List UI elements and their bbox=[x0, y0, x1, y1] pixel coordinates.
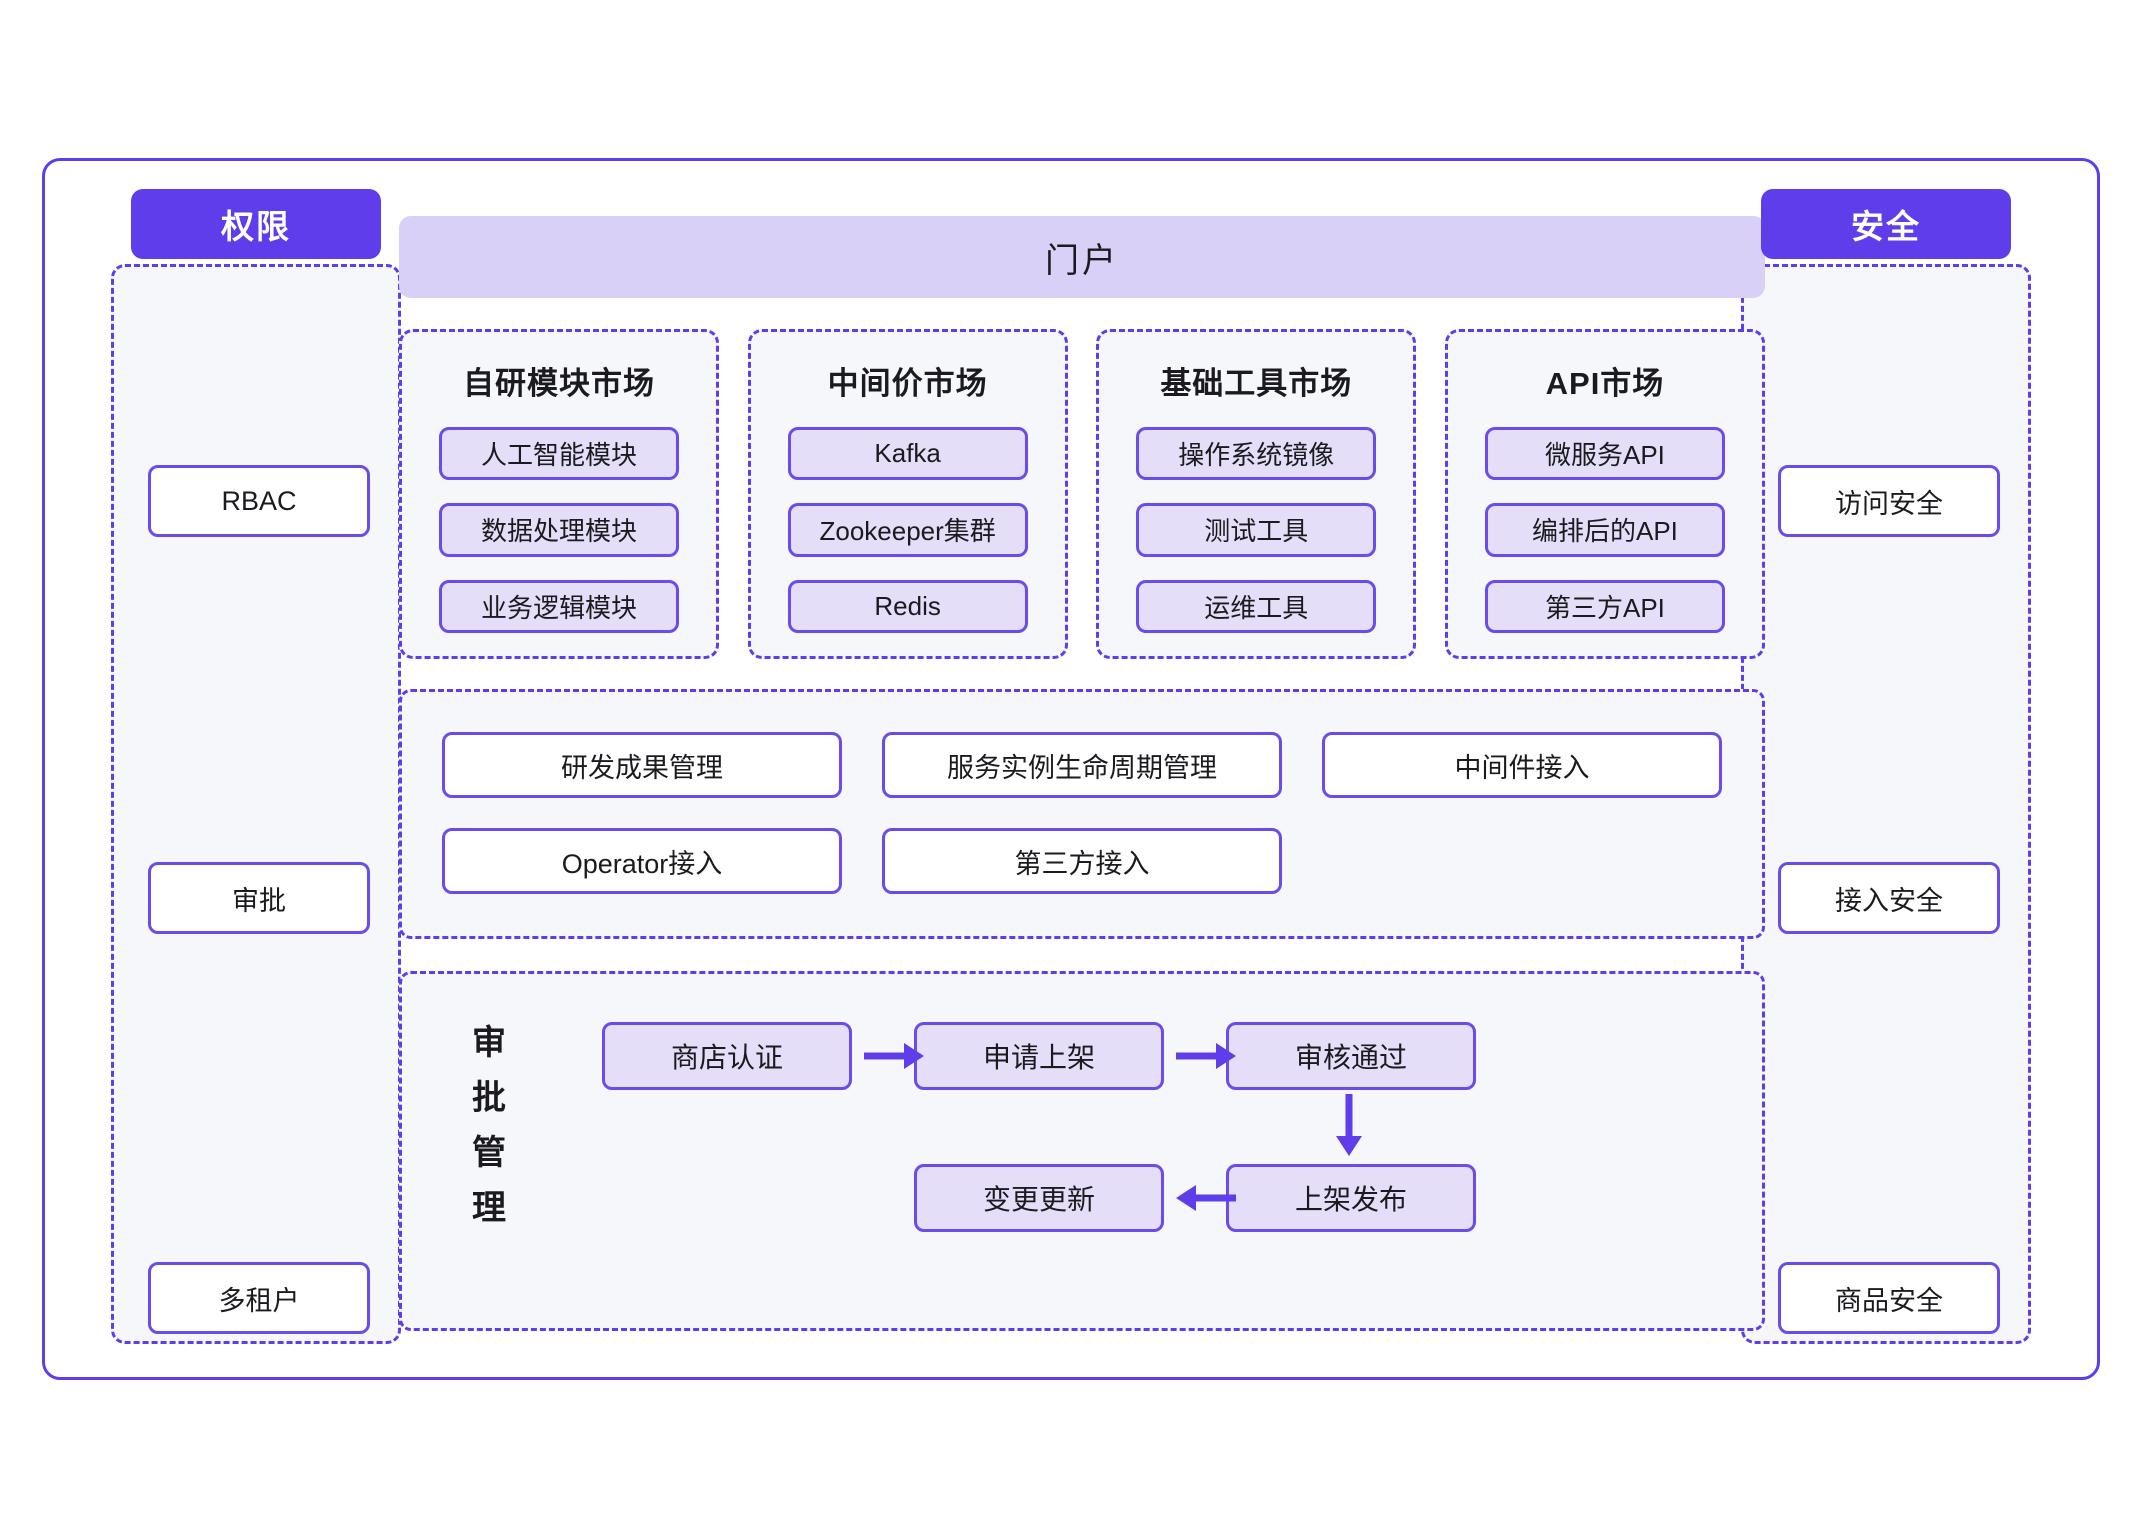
market-title: API市场 bbox=[1545, 366, 1665, 401]
security-item-connection[interactable]: 接入安全 bbox=[1778, 862, 2000, 934]
permission-item-multitenant[interactable]: 多租户 bbox=[148, 1262, 370, 1334]
permission-item-label: 审批 bbox=[232, 885, 286, 916]
portal-bar: 门户 bbox=[399, 216, 1765, 298]
capability-item-rnd-asset-management[interactable]: 研发成果管理 bbox=[442, 732, 842, 798]
permission-item-label: 多租户 bbox=[218, 1285, 300, 1316]
flow-node-publish-listing[interactable]: 上架发布 bbox=[1226, 1164, 1476, 1232]
approval-workflow-section: 审批管理 商店认证 申请上架 审核通过 上架发布 变更更新 bbox=[399, 971, 1765, 1331]
market-item[interactable]: 业务逻辑模块 bbox=[439, 579, 679, 633]
market-middleware: 中间价市场 Kafka Zookeeper集群 Redis bbox=[747, 329, 1068, 659]
flow-node-review-passed[interactable]: 审核通过 bbox=[1226, 1022, 1476, 1090]
security-item-product[interactable]: 商品安全 bbox=[1778, 1262, 2000, 1334]
security-item-access[interactable]: 访问安全 bbox=[1778, 465, 2000, 537]
market-api: API市场 微服务API 编排后的API 第三方API bbox=[1444, 329, 1765, 659]
market-item[interactable]: 操作系统镜像 bbox=[1136, 427, 1377, 481]
capability-item-thirdparty-onboarding[interactable]: 第三方接入 bbox=[882, 828, 1282, 894]
flow-node-store-certification[interactable]: 商店认证 bbox=[602, 1022, 852, 1090]
permissions-panel-title: 权限 bbox=[221, 208, 291, 245]
market-item[interactable]: 人工智能模块 bbox=[439, 427, 679, 481]
portal-label: 门户 bbox=[1045, 241, 1119, 280]
market-item[interactable]: 数据处理模块 bbox=[439, 503, 679, 557]
market-item[interactable]: 运维工具 bbox=[1136, 579, 1377, 633]
capability-row: 研发成果管理 服务实例生命周期管理 中间件接入 bbox=[442, 732, 1762, 798]
market-basic-tools: 基础工具市场 操作系统镜像 测试工具 运维工具 bbox=[1096, 329, 1417, 659]
market-self-developed-modules: 自研模块市场 人工智能模块 数据处理模块 业务逻辑模块 bbox=[399, 329, 719, 659]
capability-item-middleware-onboarding[interactable]: 中间件接入 bbox=[1322, 732, 1722, 798]
market-item[interactable]: 第三方API bbox=[1484, 579, 1725, 633]
market-item[interactable]: 编排后的API bbox=[1484, 503, 1725, 557]
market-row: 自研模块市场 人工智能模块 数据处理模块 业务逻辑模块 中间价市场 Kafka … bbox=[399, 329, 1765, 659]
security-panel: 访问安全 接入安全 商品安全 bbox=[1741, 264, 2031, 1344]
permission-item-approval[interactable]: 审批 bbox=[148, 862, 370, 934]
approval-section-label: 审批管理 bbox=[472, 1024, 506, 1227]
market-item[interactable]: 测试工具 bbox=[1136, 503, 1377, 557]
diagram-frame: RBAC 审批 多租户 权限 访问安全 接入安全 商品安全 安全 门户 自研模块… bbox=[42, 158, 2100, 1380]
capability-item-operator-onboarding[interactable]: Operator接入 bbox=[442, 828, 842, 894]
security-panel-title: 安全 bbox=[1851, 208, 1921, 245]
arrow-right-icon bbox=[1176, 1043, 1236, 1069]
permission-item-label: RBAC bbox=[221, 485, 297, 516]
arrow-left-icon bbox=[1176, 1185, 1236, 1211]
security-item-label: 接入安全 bbox=[1835, 885, 1943, 916]
market-title: 中间价市场 bbox=[827, 366, 988, 401]
security-item-label: 商品安全 bbox=[1835, 1285, 1943, 1316]
market-item[interactable]: Zookeeper集群 bbox=[787, 503, 1028, 557]
market-title: 基础工具市场 bbox=[1160, 366, 1353, 401]
market-title: 自研模块市场 bbox=[463, 366, 655, 401]
market-item[interactable]: Kafka bbox=[787, 427, 1028, 481]
capability-item-service-instance-lifecycle[interactable]: 服务实例生命周期管理 bbox=[882, 732, 1282, 798]
security-panel-badge: 安全 bbox=[1761, 189, 2011, 259]
market-item[interactable]: 微服务API bbox=[1484, 427, 1725, 481]
arrow-right-icon bbox=[864, 1043, 924, 1069]
flow-node-apply-listing[interactable]: 申请上架 bbox=[914, 1022, 1164, 1090]
flow-node-change-update[interactable]: 变更更新 bbox=[914, 1164, 1164, 1232]
security-item-label: 访问安全 bbox=[1835, 488, 1943, 519]
arrow-down-icon bbox=[1336, 1094, 1362, 1156]
capability-row: Operator接入 第三方接入 bbox=[442, 828, 1762, 894]
permissions-panel-badge: 权限 bbox=[131, 189, 381, 259]
capability-section: 研发成果管理 服务实例生命周期管理 中间件接入 Operator接入 第三方接入 bbox=[399, 689, 1765, 939]
market-item[interactable]: Redis bbox=[787, 579, 1028, 633]
permissions-panel: RBAC 审批 多租户 bbox=[111, 264, 401, 1344]
permission-item-rbac[interactable]: RBAC bbox=[148, 465, 370, 537]
